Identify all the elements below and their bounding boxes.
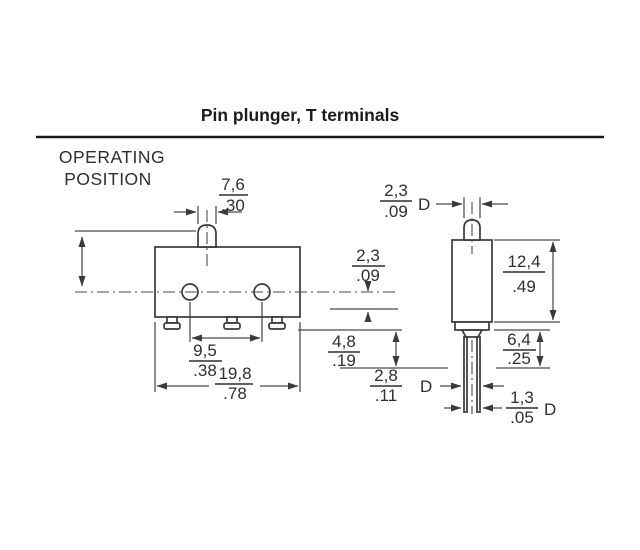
front-view <box>154 224 301 330</box>
dim-body-height: 12,4 .49 <box>494 239 560 323</box>
switch-body <box>154 246 301 318</box>
dim-terminal-length: 4,8 .19 <box>298 329 448 370</box>
dim-hole-spacing: 9,5 .38 <box>189 302 263 380</box>
dim-boss-dia: 2,8 .11 D <box>370 366 504 405</box>
dim-2-8-mm: 2,8 <box>374 366 398 385</box>
dim-4-8-in: .19 <box>332 351 356 370</box>
dim-pretravel: 2,3 .09 <box>330 246 398 322</box>
dim-pin-dia: 1,3 .05 D <box>444 388 556 427</box>
dim-19-8-mm: 19,8 <box>218 364 251 383</box>
dim-9-5-mm: 9,5 <box>193 341 217 360</box>
dim-2-3d-mm: 2,3 <box>384 181 408 200</box>
dim-9-5-in: .38 <box>193 361 217 380</box>
page-title: Pin plunger, T terminals <box>201 105 400 125</box>
dim-7-6-mm: 7,6 <box>221 175 245 194</box>
dim-2-3d-in: .09 <box>384 202 408 221</box>
dim-19-8-in: .78 <box>223 384 247 403</box>
dim-1-3-mm: 1,3 <box>510 388 534 407</box>
dim-2-3d-suffix: D <box>418 195 430 214</box>
base-boss <box>460 329 484 338</box>
dim-body-length: 19,8 .78 <box>154 322 301 403</box>
dim-4-8-mm: 4,8 <box>332 332 356 351</box>
operating-position-line1: OPERATING <box>59 147 165 167</box>
dim-2-8-in: .11 <box>375 386 397 405</box>
dim-6-4-in: .25 <box>507 349 531 368</box>
dim-12-4-in: .49 <box>512 277 536 296</box>
dim-7-6-in: .30 <box>221 196 245 215</box>
t-terminals <box>163 316 286 330</box>
operating-position-dim <box>75 230 196 287</box>
center-lines <box>75 202 473 414</box>
dim-2-3-in: .09 <box>356 266 380 285</box>
dim-plunger-pin-dia: 2,3 .09 D <box>380 181 508 221</box>
operating-position-line2: POSITION <box>64 169 152 189</box>
dim-base-depth: 6,4 .25 <box>494 329 550 369</box>
base-flange <box>454 321 490 331</box>
dim-plunger-width: 7,6 .30 <box>174 175 248 224</box>
dim-2-3-mm: 2,3 <box>356 246 380 265</box>
terminal-pin-left <box>463 336 468 413</box>
operating-position-label: OPERATING POSITION <box>59 147 165 189</box>
dim-1-3-suffix: D <box>544 400 556 419</box>
dim-6-4-mm: 6,4 <box>507 330 531 349</box>
dim-2-8-suffix: D <box>420 377 432 396</box>
dim-12-4-mm: 12,4 <box>507 252 540 271</box>
dim-1-3-in: .05 <box>510 408 534 427</box>
terminal-pin-right <box>476 336 481 413</box>
